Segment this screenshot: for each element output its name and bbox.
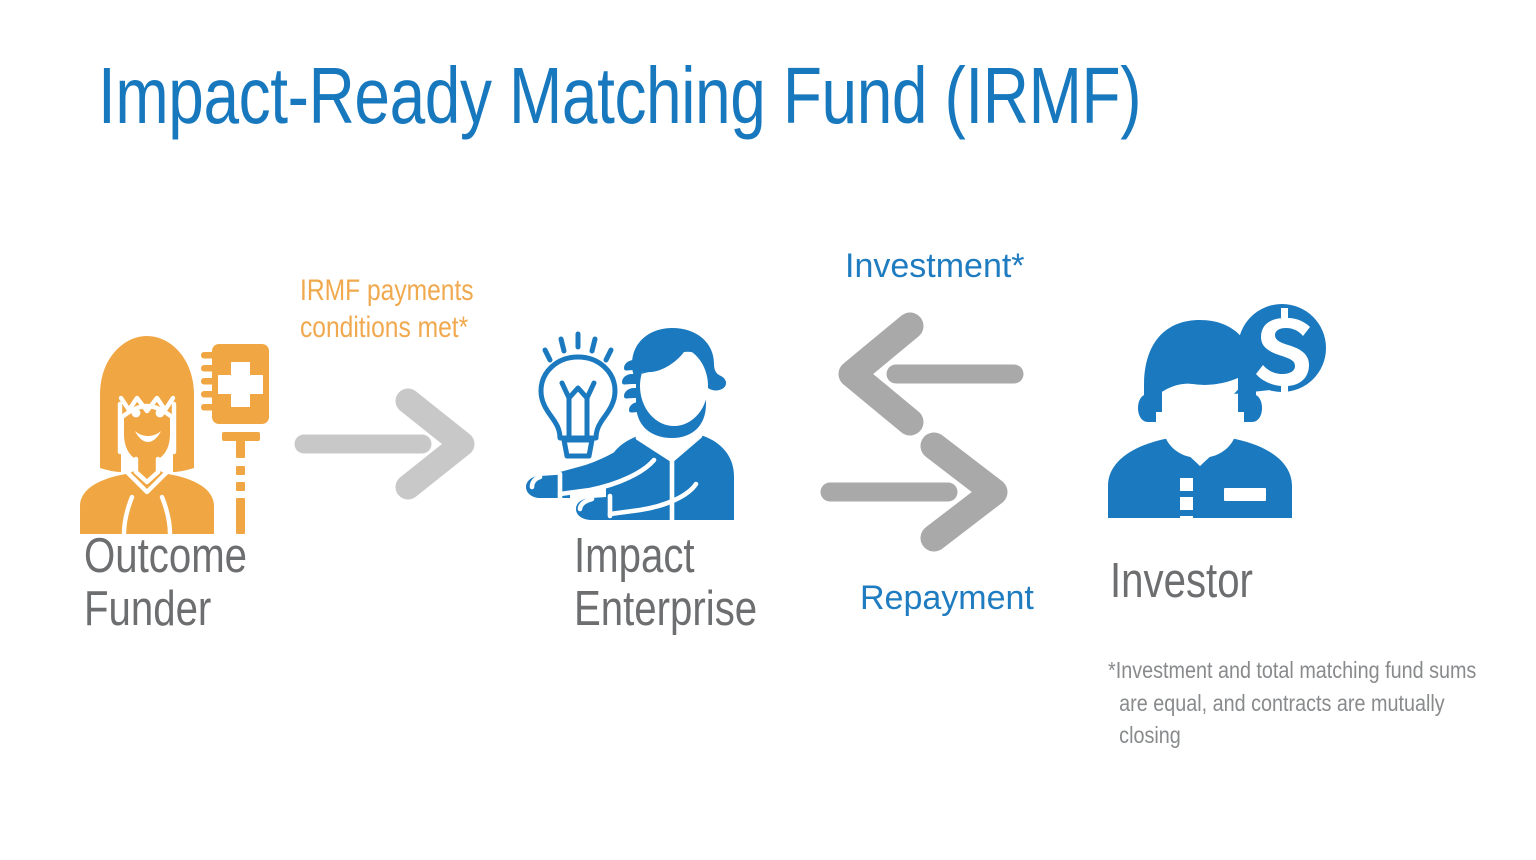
flow-label-irmf-payments: IRMF payments conditions met* (300, 273, 512, 346)
flow-label-investment-text: Investment* (845, 247, 1025, 285)
arrow-right-repayment (820, 432, 1022, 552)
arrow-right-irmf-payments (294, 388, 486, 500)
flow-label-irmf-payments-line-1: IRMF payments (300, 274, 474, 307)
nurse-with-medical-sign-icon (72, 322, 272, 537)
page-title: Impact-Ready Matching Fund (IRMF) (98, 51, 1142, 140)
entity-label-impact-enterprise: Impact Enterprise (574, 530, 797, 636)
arrow-left-investment (818, 312, 1024, 436)
flow-label-irmf-payments-line-2: conditions met* (300, 310, 469, 344)
entity-label-outcome-funder: Outcome Funder (84, 530, 283, 636)
entity-label-outcome-funder-line-1: Outcome (84, 529, 248, 583)
flow-label-repayment-text: Repayment (860, 579, 1034, 617)
entity-label-outcome-funder-line-2: Funder (84, 581, 212, 636)
footnote-line-3: closing (1119, 722, 1181, 749)
entity-label-investor-line-1: Investor (1110, 554, 1253, 608)
entity-label-investor: Investor (1110, 555, 1284, 608)
flow-label-investment: Investment* (845, 246, 1025, 287)
entrepreneur-with-lightbulb-icon (520, 326, 744, 523)
footnote-text: *Investment and total matching fund sums… (1108, 654, 1508, 752)
entity-label-impact-enterprise-line-2: Enterprise (574, 581, 758, 636)
footnote-line-2: are equal, and contracts are mutually (1119, 689, 1445, 716)
businessman-with-dollar-bubble-icon (1092, 300, 1326, 529)
flow-label-repayment: Repayment (860, 578, 1034, 619)
entity-label-impact-enterprise-line-1: Impact (574, 529, 695, 583)
footnote-line-1: *Investment and total matching fund sums (1108, 657, 1477, 683)
